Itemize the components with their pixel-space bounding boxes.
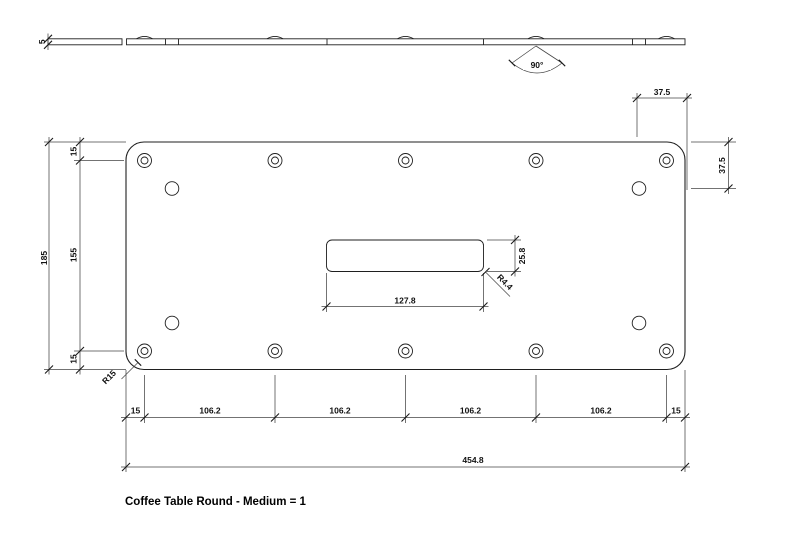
countersink-profile [266, 35, 284, 40]
countersink-profile [658, 35, 675, 40]
dim-chain-0: 15 [131, 406, 141, 416]
countersink-profile [397, 35, 414, 40]
dim-inner-hole-right-offset-label: 37.5 [654, 87, 671, 97]
dim-height-top-label: 15 [69, 147, 79, 157]
dim-inner-hole-top: 37.5 [632, 87, 692, 190]
countersink-profile [527, 35, 545, 40]
label-mask [523, 59, 551, 70]
dim-slot: 127.8 25.8 R4.4 [321, 235, 527, 312]
drawing-title: Coffee Table Round - Medium = 1 [125, 496, 307, 508]
side-profile-view [47, 35, 686, 46]
dim-chain-4: 106.2 [590, 406, 612, 416]
countersink-profile [136, 35, 153, 40]
dim-countersink-angle: 90° [508, 45, 566, 74]
dim-left-stack: 185 15 155 15 [39, 137, 126, 375]
dim-slot-height-label: 25.8 [517, 247, 527, 264]
slot-cutout [326, 239, 484, 272]
dim-chain-5: 15 [671, 406, 681, 416]
plain-holes [164, 181, 647, 331]
countersunk-holes-bottom [137, 343, 674, 359]
dim-height-total-label: 185 [39, 251, 49, 265]
plan-view [125, 141, 686, 371]
dim-thickness-label: 5 [37, 39, 47, 44]
dim-height-bottom-label: 15 [69, 354, 79, 364]
dim-height-middle-label: 155 [69, 248, 79, 262]
dim-chain-3: 106.2 [460, 406, 482, 416]
dim-angle-label: 90° [531, 60, 544, 70]
profile-plate-edge [126, 38, 686, 46]
plate-outline [125, 141, 686, 371]
dim-inner-hole-top-offset-label: 37.5 [717, 157, 727, 174]
dim-bottom-chain: 15 106.2 106.2 106.2 106.2 15 454.8 [121, 370, 690, 472]
dim-chain-2: 106.2 [329, 406, 351, 416]
dim-slot-width-label: 127.8 [394, 296, 416, 306]
dim-width-total-label: 454.8 [462, 455, 484, 465]
dim-thickness: 5 [37, 33, 53, 50]
dim-inner-hole-right: 37.5 [691, 137, 736, 194]
countersunk-holes-top [137, 153, 674, 168]
dim-chain-1: 106.2 [199, 406, 221, 416]
